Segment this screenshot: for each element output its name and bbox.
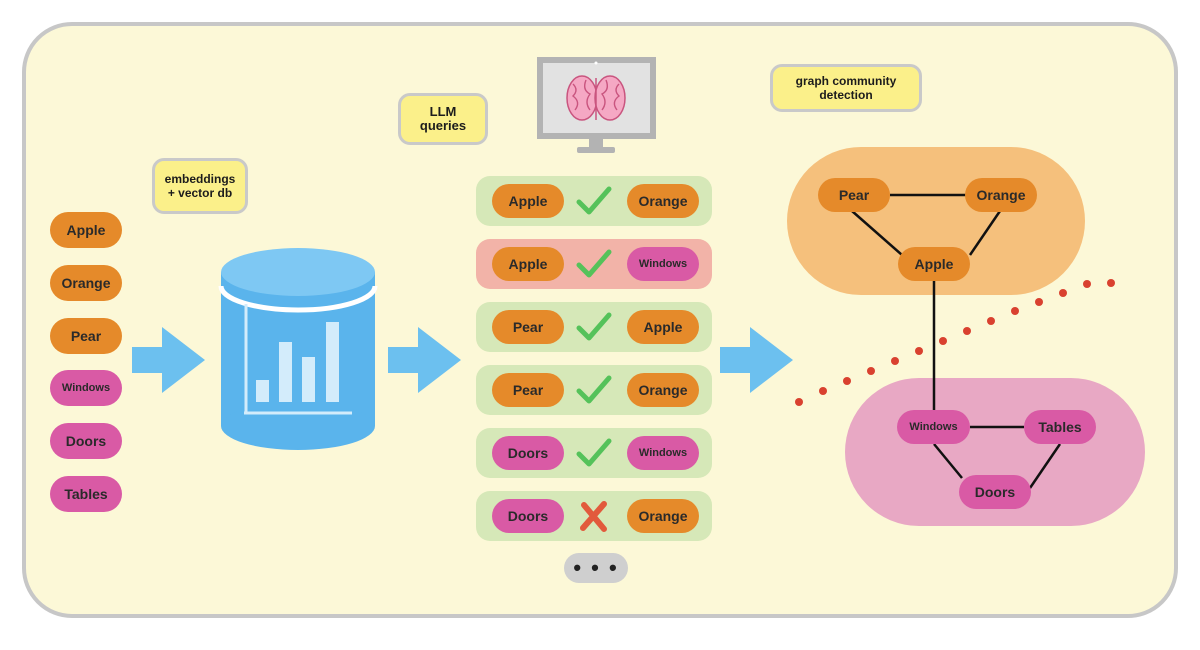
note-embeddings-text: embeddings + vector db: [164, 172, 236, 200]
pair-right-label: Apple: [643, 319, 683, 335]
checkmark-icon: [576, 312, 612, 341]
pair-right-label: Orange: [638, 382, 688, 398]
pair-right: Windows: [627, 436, 699, 470]
pair-left-label: Pear: [512, 382, 544, 398]
pair-left: Pear: [492, 373, 564, 407]
pair-right: Windows: [627, 247, 699, 281]
item-pill: Tables: [50, 476, 122, 512]
pair-left: Doors: [492, 499, 564, 533]
pair-row: Apple Orange: [476, 176, 712, 226]
pair-right-label: Orange: [638, 508, 688, 524]
graph-node-doors: Doors: [959, 475, 1031, 509]
community-cut-line: [795, 279, 1115, 406]
pair-right-label: Orange: [638, 193, 688, 209]
item-pill: Windows: [50, 370, 122, 406]
pair-left-label: Apple: [508, 193, 548, 209]
graph-node-apple: Apple: [898, 247, 970, 281]
graph-node-label: Doors: [974, 484, 1016, 500]
graph-node-label: Orange: [976, 187, 1026, 203]
pair-row: Pear Apple: [476, 302, 712, 352]
monitor-icon: [537, 57, 656, 153]
pair-left: Apple: [492, 184, 564, 218]
pair-right-label: Windows: [638, 258, 688, 270]
pair-left-label: Doors: [507, 508, 549, 524]
item-pill: Orange: [50, 265, 122, 301]
arrow-right-icon: [132, 327, 205, 393]
item-pill: Doors: [50, 423, 122, 459]
more-indicator: • • •: [564, 553, 628, 583]
graph-node-label: Apple: [914, 256, 954, 272]
pair-row: Doors Orange: [476, 491, 712, 541]
pair-left: Apple: [492, 247, 564, 281]
pair-right: Orange: [627, 499, 699, 533]
checkmark-icon: [576, 186, 612, 215]
more-text: • • •: [573, 555, 619, 580]
brain-icon: [566, 75, 626, 121]
item-label: Orange: [61, 275, 111, 291]
pair-row: Doors Windows: [476, 428, 712, 478]
arrow-right-icon: [388, 327, 461, 393]
item-pill: Pear: [50, 318, 122, 354]
pair-right-label: Windows: [638, 447, 688, 459]
note-llm-queries: LLM queries: [398, 93, 488, 145]
note-embeddings: embeddings + vector db: [152, 158, 248, 214]
pair-row: Apple Windows: [476, 239, 712, 289]
pair-right: Orange: [627, 184, 699, 218]
item-label: Doors: [65, 433, 107, 449]
note-graph-text: graph community detection: [795, 74, 897, 102]
graph-node-orange: Orange: [965, 178, 1037, 212]
checkmark-icon: [576, 375, 612, 404]
graph-node-tables: Tables: [1024, 410, 1096, 444]
item-label: Apple: [66, 222, 106, 238]
cross-icon: [580, 501, 607, 532]
note-graph-community: graph community detection: [770, 64, 922, 112]
checkmark-icon: [576, 249, 612, 278]
graph-node-label: Tables: [1038, 419, 1082, 435]
arrow-right-icon: [720, 327, 793, 393]
pair-left-label: Pear: [512, 319, 544, 335]
pair-left: Doors: [492, 436, 564, 470]
graph-node-label: Pear: [838, 187, 870, 203]
bar-chart-icon: [244, 304, 352, 415]
pair-right: Orange: [627, 373, 699, 407]
note-llm-text: LLM queries: [419, 104, 467, 133]
item-label: Pear: [70, 328, 102, 344]
pair-left: Pear: [492, 310, 564, 344]
pair-left-label: Apple: [508, 256, 548, 272]
graph-node-windows: Windows: [897, 410, 970, 444]
graph-node-pear: Pear: [818, 178, 890, 212]
pair-right: Apple: [627, 310, 699, 344]
item-pill: Apple: [50, 212, 122, 248]
item-label: Tables: [64, 486, 108, 502]
pair-left-label: Doors: [507, 445, 549, 461]
graph-node-label: Windows: [909, 421, 958, 433]
checkmark-icon: [576, 438, 612, 467]
pair-row: Pear Orange: [476, 365, 712, 415]
item-label: Windows: [61, 382, 111, 394]
